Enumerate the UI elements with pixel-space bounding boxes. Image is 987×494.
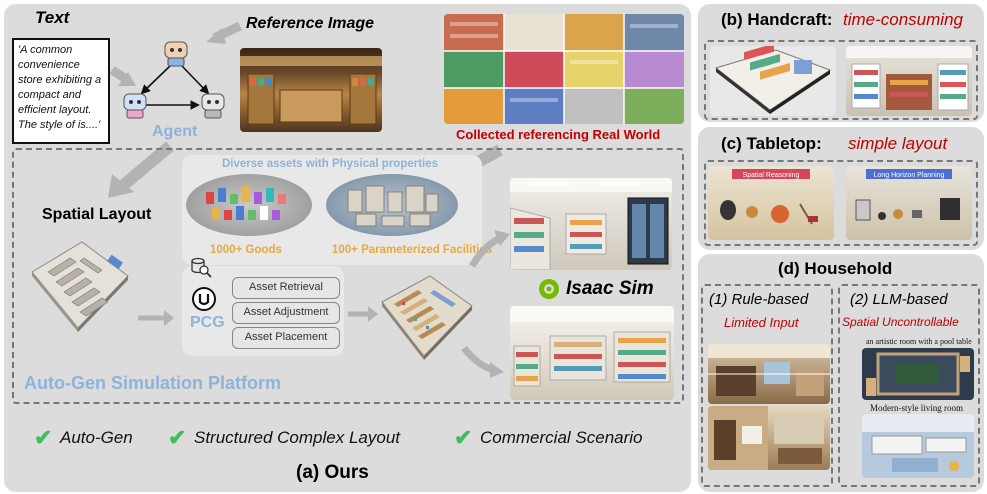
llm-based-image-2 bbox=[862, 414, 974, 478]
handcraft-note: time-consuming bbox=[843, 10, 963, 29]
llm-based-image-1 bbox=[862, 348, 974, 400]
asset-placement-box: Asset Placement bbox=[232, 327, 340, 349]
asset-retrieval-box: Asset Retrieval bbox=[232, 277, 340, 299]
tabletop-img1-caption: Spatial Reasoning bbox=[743, 172, 800, 179]
spatial-layout-floorplan bbox=[22, 232, 134, 334]
handcraft-images-box bbox=[704, 40, 978, 120]
text-label: Text bbox=[35, 8, 70, 27]
diverse-assets-label: Diverse assets with Physical properties bbox=[222, 158, 439, 170]
tabletop-image-2: Long Horizon Planning bbox=[846, 166, 972, 240]
isaac-render-top bbox=[510, 178, 672, 270]
ours-caption: (a) Ours bbox=[296, 462, 369, 483]
llm-based-title: (2) LLM-based bbox=[850, 291, 948, 308]
goods-asset-cluster bbox=[186, 174, 312, 236]
handcraft-title: (b) Handcraft: bbox=[721, 10, 833, 29]
household-title: (d) Household bbox=[778, 259, 893, 278]
collected-real-world-label: Collected referencing Real World bbox=[456, 127, 661, 142]
robot-icon-right bbox=[201, 93, 225, 119]
real-world-mosaic bbox=[444, 14, 684, 124]
llm-based-note: Spatial Uncontrollable bbox=[842, 315, 959, 329]
reference-store-image bbox=[240, 48, 382, 132]
tabletop-image-1: Spatial Reasoning bbox=[708, 166, 834, 240]
unreal-engine-icon bbox=[192, 287, 216, 311]
check-label-commercial: Commercial Scenario bbox=[480, 428, 643, 447]
rule-based-note: Limited Input bbox=[724, 315, 799, 330]
agent-label: Agent bbox=[152, 123, 198, 140]
llm-image-2-caption: Modern-style living room bbox=[870, 403, 963, 413]
check-icon-autogen: ✔ bbox=[34, 425, 53, 450]
text-prompt-box: 'A common convenience store exhibiting a… bbox=[12, 38, 110, 144]
flow-arrows-middle bbox=[138, 230, 510, 378]
auto-gen-platform-label: Auto-Gen Simulation Platform bbox=[24, 373, 282, 393]
tabletop-images-box bbox=[704, 160, 978, 246]
tabletop-title: (c) Tabletop: bbox=[721, 134, 822, 153]
facilities-count-label: 100+ Parameterized Facilities bbox=[332, 244, 493, 256]
check-icon-commercial: ✔ bbox=[454, 425, 473, 450]
reference-image-label: Reference Image bbox=[246, 15, 375, 32]
generated-store-layout bbox=[378, 272, 474, 360]
rule-based-title: (1) Rule-based bbox=[709, 291, 809, 308]
handcraft-image-2 bbox=[846, 46, 972, 116]
isaac-sim-logo-icon bbox=[538, 278, 560, 300]
auto-gen-platform-box bbox=[12, 148, 684, 404]
pcg-label: PCG bbox=[190, 314, 225, 331]
goods-count-label: 1000+ Goods bbox=[210, 244, 282, 256]
check-label-structured: Structured Complex Layout bbox=[194, 428, 400, 447]
tabletop-note: simple layout bbox=[848, 134, 948, 153]
check-icon-structured: ✔ bbox=[168, 425, 187, 450]
rule-based-image-2 bbox=[708, 406, 830, 470]
asset-adjustment-box: Asset Adjustment bbox=[232, 302, 340, 324]
robot-icon-left bbox=[123, 93, 147, 119]
robot-icon-top bbox=[164, 41, 188, 67]
tabletop-img2-caption: Long Horizon Planning bbox=[874, 172, 945, 179]
isaac-sim-label: Isaac Sim bbox=[566, 278, 654, 299]
rule-based-image-1 bbox=[708, 344, 830, 404]
isaac-render-bottom bbox=[510, 306, 674, 400]
agent-triangle bbox=[120, 38, 230, 138]
handcraft-image-1 bbox=[710, 46, 836, 116]
rule-based-box bbox=[701, 284, 833, 487]
llm-image-1-caption: an artistic room with a pool table bbox=[866, 337, 972, 346]
spatial-layout-label: Spatial Layout bbox=[42, 206, 152, 223]
llm-based-box bbox=[838, 284, 980, 487]
magnifier-db-icon bbox=[190, 256, 212, 278]
facilities-asset-cluster bbox=[326, 174, 458, 236]
check-label-autogen: Auto-Gen bbox=[60, 428, 133, 447]
